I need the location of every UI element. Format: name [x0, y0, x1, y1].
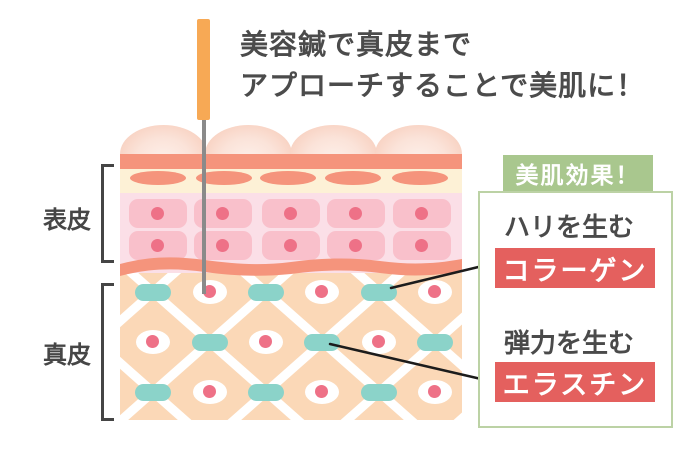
page-title-line2: アプローチすることで美肌に！: [240, 70, 646, 101]
epidermis-label: 表皮: [43, 207, 91, 234]
epidermis-cell: [327, 231, 385, 260]
wavy-boundary-stripe: [120, 257, 462, 276]
dermis-cell: [193, 280, 227, 304]
epidermis-cell: [393, 231, 451, 260]
cell-nucleus: [315, 285, 328, 298]
collagen-caption: ハリを生む: [504, 212, 635, 242]
granular-oval: [392, 171, 448, 185]
cell-nucleus: [151, 239, 164, 252]
acupuncture-needle-shaft: [202, 120, 206, 294]
cell-nucleus: [259, 335, 272, 348]
dermis-cell: [305, 280, 339, 304]
epidermis-bracket: [101, 164, 114, 263]
lattice-line: [120, 356, 192, 420]
dermis-cell: [193, 380, 227, 404]
dermis-layer: [120, 273, 462, 420]
collagen-fiber-pill: [192, 334, 228, 351]
collagen-fiber-pill: [135, 384, 171, 401]
collagen-fiber-pill: [248, 284, 284, 301]
beauty-effect-badge: 美肌効果！: [503, 155, 653, 191]
elastin-tag: エラスチン: [495, 362, 655, 402]
page-title-line1: 美容鍼で真皮まで: [240, 29, 473, 60]
cell-nucleus: [428, 385, 441, 398]
cell-nucleus: [428, 285, 441, 298]
collagen-fiber-pill: [361, 384, 397, 401]
skin-surface-stripe: [120, 154, 462, 169]
pink-band: [120, 193, 462, 273]
granular-oval: [260, 171, 316, 185]
dermis-items: [120, 273, 462, 420]
epidermis-cell: [129, 231, 187, 260]
dermis-cell: [418, 280, 452, 304]
acupuncture-needle-handle: [197, 19, 210, 120]
collagen-fiber-pill: [417, 334, 453, 351]
dermis-cell: [418, 380, 452, 404]
collagen-fiber-pill: [361, 284, 397, 301]
cell-nucleus: [216, 207, 229, 220]
cell-nucleus: [151, 207, 164, 220]
beauty-effect-panel: ハリを生む コラーゲン 弾力を生む エラスチン: [478, 191, 673, 428]
dermis-cell: [136, 330, 170, 354]
dermis-label: 真皮: [43, 342, 91, 369]
dermis-bracket: [101, 283, 114, 421]
collagen-fiber-pill: [135, 284, 171, 301]
collagen-fiber-pill: [248, 384, 284, 401]
cell-nucleus: [349, 207, 362, 220]
cell-nucleus: [284, 207, 297, 220]
cell-nucleus: [349, 239, 362, 252]
epidermis-cell: [262, 199, 320, 228]
cell-nucleus: [284, 239, 297, 252]
dermis-cell: [362, 330, 396, 354]
granular-oval: [196, 171, 252, 185]
epidermis-cell: [129, 199, 187, 228]
granular-oval: [325, 171, 381, 185]
epidermis-cell: [262, 231, 320, 260]
cell-nucleus: [216, 239, 229, 252]
cell-nucleus: [415, 207, 428, 220]
elastin-caption: 弾力を生む: [504, 328, 635, 358]
epidermis-cell: [327, 199, 385, 228]
cell-nucleus: [146, 335, 159, 348]
cream-band: [120, 169, 462, 193]
skin-diagram: [120, 125, 462, 420]
cell-nucleus: [203, 285, 216, 298]
cell-nucleus: [372, 335, 385, 348]
dermis-cell: [305, 380, 339, 404]
granular-oval: [130, 171, 186, 185]
cell-nucleus: [415, 239, 428, 252]
cell-nucleus: [315, 385, 328, 398]
collagen-fiber-pill: [304, 334, 340, 351]
cell-nucleus: [203, 385, 216, 398]
dermis-cell: [249, 330, 283, 354]
collagen-tag: コラーゲン: [495, 248, 655, 288]
epidermis-cell: [393, 199, 451, 228]
page-title: 美容鍼で真皮まで アプローチすることで美肌に！: [240, 24, 645, 106]
